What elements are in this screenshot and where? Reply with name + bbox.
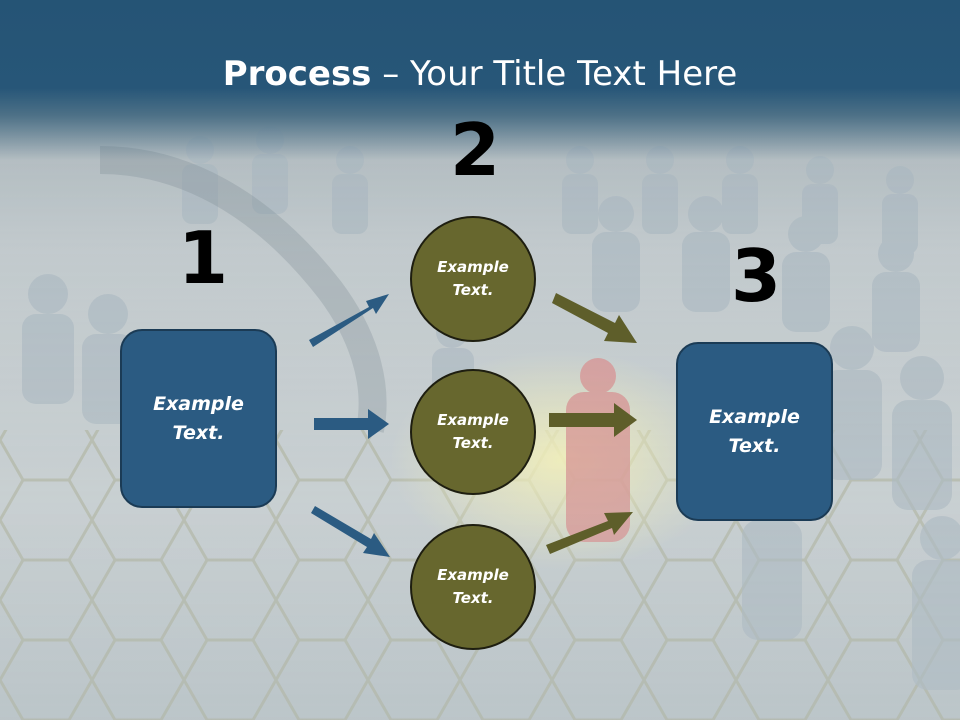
title-bar — [0, 0, 960, 160]
title-rest: – Your Title Text Here — [371, 54, 738, 94]
arrow-left-to-bottom — [311, 506, 390, 557]
middle-circle-text: Example Text. — [437, 411, 509, 452]
arrow-bottom-to-right — [546, 512, 633, 554]
arrow-left-to-middle — [314, 409, 389, 439]
arrow-top-to-right — [552, 293, 637, 343]
step-number-2: 2 — [450, 108, 501, 192]
bottom-circle-text: Example Text. — [437, 566, 509, 607]
right-process-box[interactable]: Example Text. — [676, 342, 833, 521]
slide-title[interactable]: Process – Your Title Text Here — [0, 54, 960, 94]
right-box-text: Example Text. — [709, 405, 800, 457]
top-circle-text: Example Text. — [437, 258, 509, 299]
middle-circle-node[interactable]: Example Text. — [410, 369, 536, 495]
arrow-left-to-top — [309, 294, 389, 347]
bottom-circle-node[interactable]: Example Text. — [410, 524, 536, 650]
arrow-middle-to-right — [549, 403, 637, 437]
step-number-1: 1 — [178, 216, 229, 300]
title-strong: Process — [222, 54, 372, 94]
left-process-box[interactable]: Example Text. — [120, 329, 277, 508]
top-circle-node[interactable]: Example Text. — [410, 216, 536, 342]
step-number-3: 3 — [731, 234, 782, 318]
left-box-text: Example Text. — [153, 392, 244, 444]
